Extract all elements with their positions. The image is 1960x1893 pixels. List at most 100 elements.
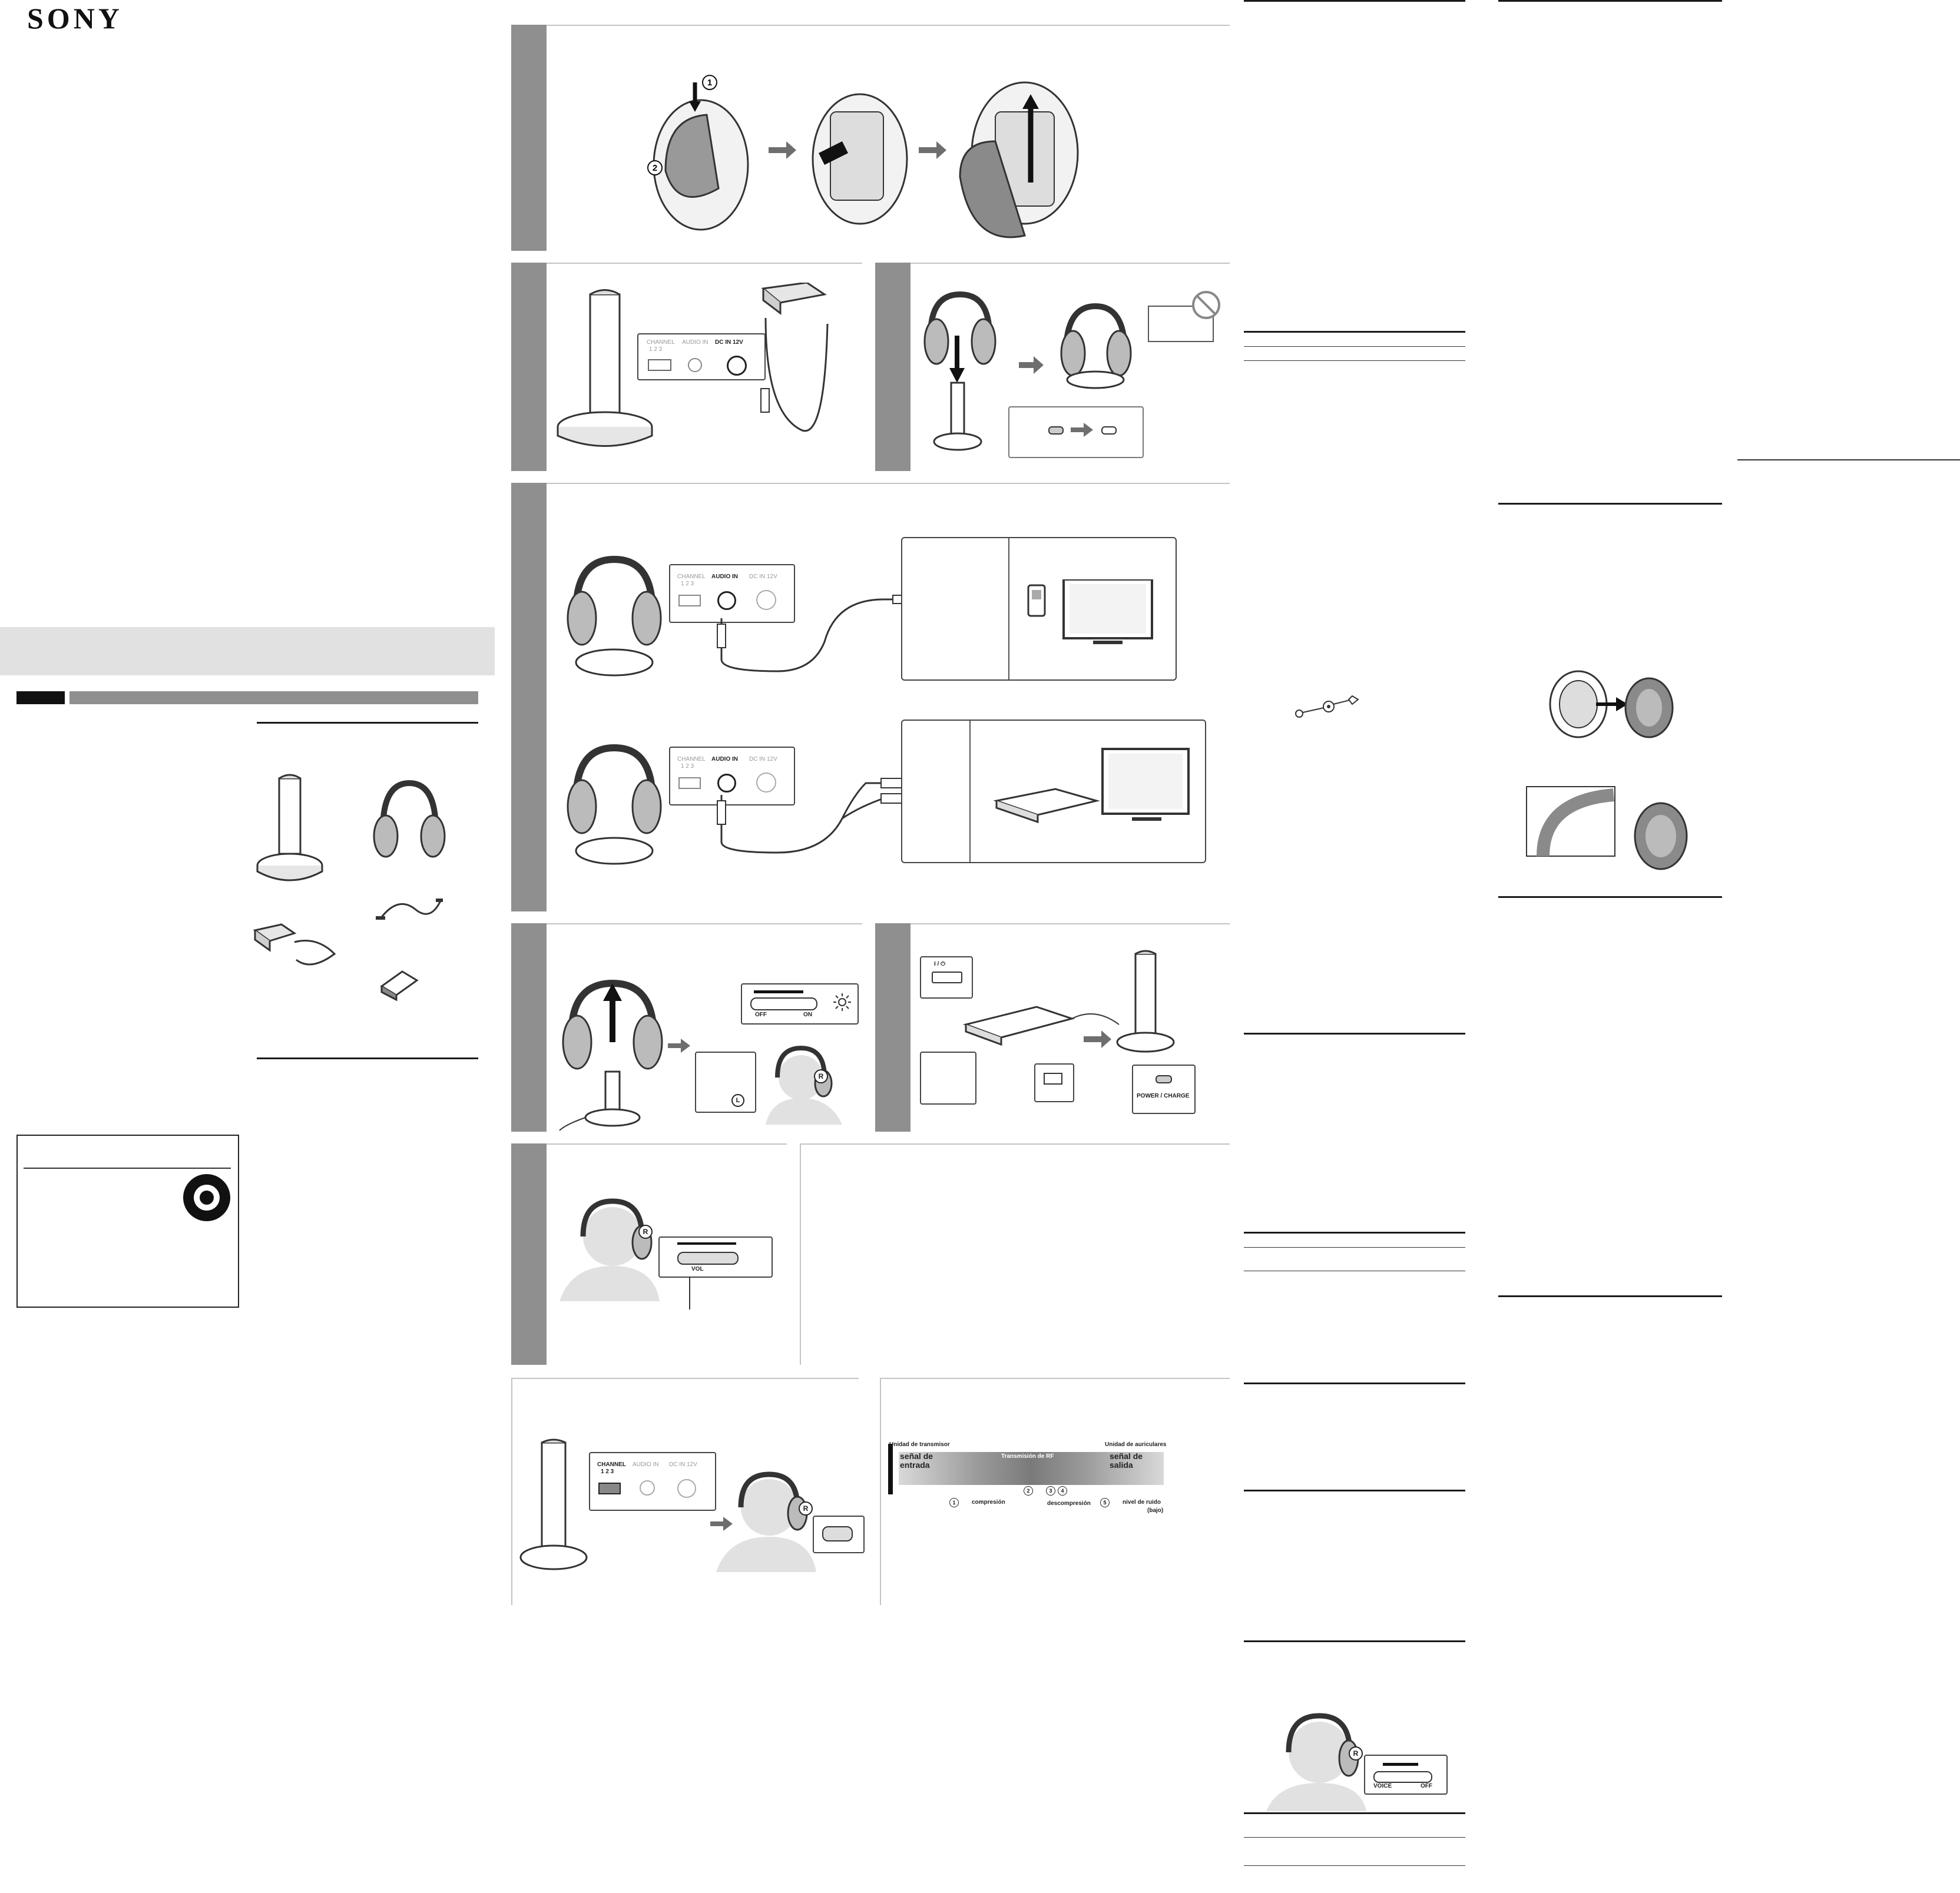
dc-in-label: DC IN 12V bbox=[749, 573, 777, 580]
volume-direction-arrow bbox=[677, 1242, 736, 1245]
remove-headphones-illustration bbox=[559, 979, 663, 1131]
channel-button[interactable] bbox=[822, 1526, 853, 1541]
marker-5: 5 bbox=[1100, 1498, 1110, 1507]
language-bar bbox=[69, 691, 478, 704]
section-rule bbox=[1498, 1295, 1722, 1297]
ear-pad-attach-illustration bbox=[1526, 786, 1688, 870]
section-rule bbox=[1244, 331, 1465, 333]
battery-insert-illustration: 1 2 bbox=[647, 75, 1079, 238]
section-rule bbox=[1244, 0, 1465, 2]
audio-in-label: AUDIO IN bbox=[711, 573, 738, 580]
noise-low-label: (bajo) bbox=[1147, 1507, 1164, 1514]
transmitter-stand-small bbox=[1116, 950, 1175, 1053]
step-bar-playback bbox=[875, 923, 911, 1132]
player-and-tv bbox=[993, 748, 1190, 824]
section-rule bbox=[1244, 1383, 1465, 1384]
dc-in-jack[interactable] bbox=[727, 356, 747, 376]
compression-label: compresión bbox=[972, 1499, 1005, 1506]
ear-pad-removal-illustration bbox=[1549, 670, 1674, 738]
channel-button-box bbox=[813, 1516, 865, 1553]
channel-numbers: 1 2 3 bbox=[601, 1468, 614, 1475]
transmitter-rear-panel-c: CHANNEL 1 2 3 AUDIO IN DC IN 12V bbox=[589, 1452, 716, 1511]
volume-slider[interactable] bbox=[677, 1252, 739, 1265]
recycle-seal-icon bbox=[183, 1174, 230, 1221]
disc-tray-box bbox=[920, 1052, 976, 1105]
panel-top-line bbox=[511, 923, 862, 924]
right-mark: R bbox=[799, 1501, 813, 1516]
source-devices-box-a bbox=[901, 537, 1177, 681]
voice-label: VOICE bbox=[1373, 1783, 1392, 1789]
indicator-lit-icon bbox=[1156, 1075, 1172, 1083]
voice-switch[interactable] bbox=[1373, 1771, 1432, 1783]
power-charge-label: POWER / CHARGE bbox=[1137, 1093, 1190, 1099]
power-button[interactable] bbox=[932, 972, 962, 983]
panel-left-line bbox=[511, 1378, 512, 1605]
sony-logo: SONY bbox=[27, 2, 123, 35]
arrow-right-icon bbox=[668, 1039, 690, 1053]
player-to-transmitter bbox=[962, 1006, 1120, 1048]
transmitter-rear-panel-a: CHANNEL 1 2 3 AUDIO IN DC IN 12V bbox=[669, 564, 795, 623]
channel-label: CHANNEL bbox=[677, 573, 706, 580]
recycle-rule bbox=[24, 1168, 231, 1169]
title-band bbox=[0, 627, 495, 675]
channel-switch[interactable] bbox=[648, 359, 671, 371]
channel-switch[interactable] bbox=[678, 595, 701, 606]
table-rule bbox=[1244, 346, 1465, 347]
panel-top-line bbox=[511, 25, 1230, 26]
right-mark: R bbox=[814, 1069, 828, 1083]
decompression-label: descompresión bbox=[1047, 1500, 1091, 1507]
channel-switch[interactable] bbox=[678, 777, 701, 789]
section-rule bbox=[257, 1057, 478, 1059]
transmitter-unit-label: Unidad de transmisor bbox=[889, 1441, 950, 1448]
section-rule bbox=[1244, 1490, 1465, 1491]
battery-illustration bbox=[380, 970, 419, 1001]
panel-top-line bbox=[875, 923, 1230, 924]
transmitter-illustration bbox=[256, 774, 323, 881]
right-mark: R bbox=[1349, 1746, 1363, 1761]
wearing-headphones bbox=[766, 1045, 842, 1125]
power-switch-track[interactable] bbox=[750, 997, 817, 1010]
circled-one: 1 bbox=[707, 78, 712, 88]
language-tab bbox=[16, 691, 65, 704]
section-rule bbox=[1498, 896, 1722, 898]
audio-in-jack[interactable] bbox=[688, 358, 702, 372]
audio-cable-illustration bbox=[376, 899, 443, 920]
section-rule bbox=[1498, 0, 1722, 2]
audio-in-jack[interactable] bbox=[717, 591, 736, 610]
play-button[interactable] bbox=[1044, 1073, 1062, 1085]
left-mark: L bbox=[731, 1094, 744, 1107]
box-divider bbox=[1008, 538, 1009, 679]
indicator-lit-icon bbox=[1048, 426, 1064, 435]
panel-left-line bbox=[800, 1143, 801, 1365]
panel-top-line bbox=[875, 263, 1230, 264]
headphones-on-stand bbox=[567, 744, 662, 865]
channel-label: CHANNEL bbox=[597, 1461, 626, 1468]
marker-4: 4 bbox=[1058, 1486, 1067, 1496]
recycle-notice-box bbox=[16, 1135, 239, 1308]
audio-in-label: AUDIO IN bbox=[633, 1461, 659, 1468]
noise-level-label: nivel de ruido bbox=[1123, 1499, 1161, 1506]
step-bar-power-on bbox=[511, 923, 547, 1132]
ac-adapter-illustration bbox=[253, 923, 336, 966]
output-signal-label: señal de salida bbox=[1110, 1451, 1143, 1470]
marker-1: 1 bbox=[949, 1498, 959, 1507]
audio-in-jack bbox=[640, 1480, 655, 1496]
audio-in-label: AUDIO IN bbox=[682, 339, 708, 346]
section-rule bbox=[257, 722, 478, 724]
table-rule bbox=[1244, 360, 1465, 361]
audio-in-jack[interactable] bbox=[717, 774, 736, 793]
table-rule bbox=[1244, 1837, 1465, 1838]
panel-left-line bbox=[880, 1378, 881, 1605]
headphones-unit-label: Unidad de auriculares bbox=[1105, 1441, 1167, 1448]
channel-numbers: 1 2 3 bbox=[649, 346, 663, 353]
level-arrow bbox=[888, 1444, 893, 1494]
dc-in-jack bbox=[756, 773, 776, 793]
channel-numbers: 1 2 3 bbox=[681, 581, 694, 587]
power-switch-box: OFF ON bbox=[741, 983, 859, 1025]
head-with-headphones bbox=[559, 1198, 660, 1301]
head-with-headphones bbox=[716, 1471, 816, 1572]
circled-two: 2 bbox=[653, 163, 657, 173]
step-bar-battery bbox=[511, 25, 547, 251]
input-signal-label: señal de entrada bbox=[900, 1451, 933, 1470]
channel-switch[interactable] bbox=[598, 1483, 621, 1494]
